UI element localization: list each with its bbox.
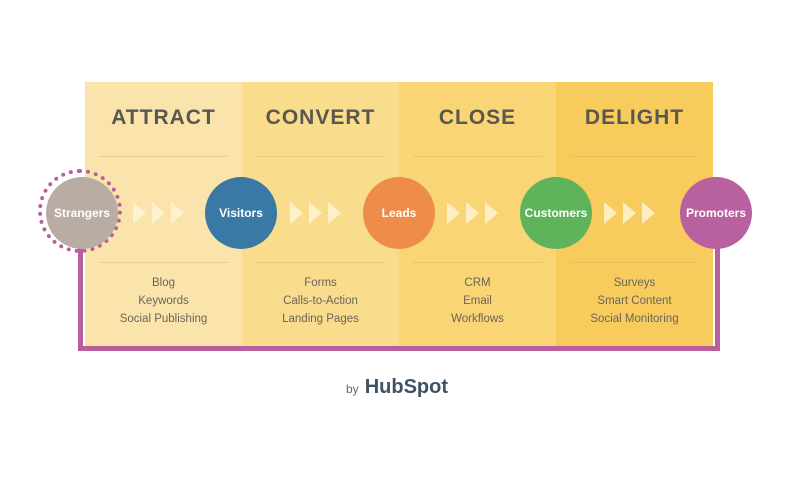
tool-item: Forms xyxy=(304,277,337,289)
stage-title: CONVERT xyxy=(265,106,376,129)
chevron-right-icon xyxy=(466,202,479,224)
flow-arrows xyxy=(447,202,498,224)
node-label: Customers xyxy=(524,206,588,220)
promoter-loop-line xyxy=(78,240,720,351)
divider xyxy=(256,156,385,157)
tool-item: Calls-to-Action xyxy=(283,295,358,307)
node-label: Promoters xyxy=(685,206,747,220)
tool-item: Smart Content xyxy=(597,295,672,307)
divider xyxy=(413,262,542,263)
chevron-right-icon xyxy=(623,202,636,224)
tool-item: Social Publishing xyxy=(119,313,208,325)
hubspot-logo: by HubSpot xyxy=(346,376,448,399)
node-strangers: Strangers xyxy=(46,177,118,249)
chevron-right-icon xyxy=(133,202,146,224)
stage-title: DELIGHT xyxy=(584,106,685,129)
divider xyxy=(570,156,699,157)
node-visitors: Visitors xyxy=(205,177,277,249)
node-label: Strangers xyxy=(53,206,111,220)
divider xyxy=(99,262,228,263)
tool-item: Blog xyxy=(151,277,176,289)
flow-arrows xyxy=(604,202,655,224)
chevron-right-icon xyxy=(485,202,498,224)
node-label: Leads xyxy=(381,206,417,220)
chevron-right-icon xyxy=(604,202,617,224)
chevron-right-icon xyxy=(309,202,322,224)
node-leads: Leads xyxy=(363,177,435,249)
flow-arrows xyxy=(290,202,341,224)
chevron-right-icon xyxy=(152,202,165,224)
divider xyxy=(99,156,228,157)
chevron-right-icon xyxy=(642,202,655,224)
chevron-right-icon xyxy=(328,202,341,224)
divider xyxy=(570,262,699,263)
tool-item: Social Monitoring xyxy=(590,313,679,325)
tool-item: Keywords xyxy=(138,295,189,307)
divider xyxy=(413,156,542,157)
node-label: Visitors xyxy=(219,206,263,220)
tool-item: CRM xyxy=(464,277,491,289)
chevron-right-icon xyxy=(447,202,460,224)
chevron-right-icon xyxy=(290,202,303,224)
tool-item: Surveys xyxy=(613,277,656,289)
strangers-dotted-ring xyxy=(38,169,122,253)
tool-item: Email xyxy=(463,295,492,307)
tool-item: Landing Pages xyxy=(282,313,359,325)
node-promoters: Promoters xyxy=(680,177,752,249)
stage-title: CLOSE xyxy=(438,106,517,129)
flow-arrows xyxy=(133,202,184,224)
chevron-right-icon xyxy=(171,202,184,224)
stage-title: ATTRACT xyxy=(111,106,216,129)
tool-item: Workflows xyxy=(451,313,504,325)
node-customers: Customers xyxy=(520,177,592,249)
by-label: by xyxy=(346,382,359,396)
brand-name: HubSpot xyxy=(364,376,448,398)
divider xyxy=(256,262,385,263)
